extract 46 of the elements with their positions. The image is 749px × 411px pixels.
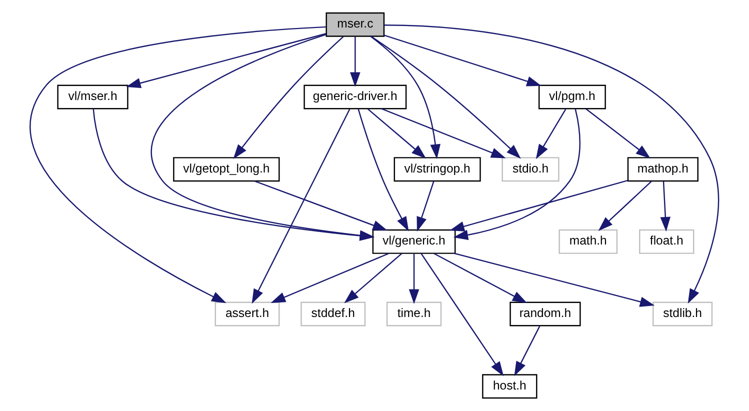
arrow: [252, 108, 350, 304]
node-box: vl/generic.h: [372, 229, 456, 254]
node-box: generic-driver.h: [304, 84, 407, 110]
arrow: [586, 108, 650, 159]
node-box: stddef.h: [300, 302, 366, 326]
arrow: [514, 326, 540, 376]
arrow: [454, 252, 655, 307]
arrow: [270, 252, 390, 303]
arrow: [420, 253, 504, 376]
node-box: vl/mser.h: [57, 84, 128, 110]
arrow: [344, 253, 402, 304]
arrow: [370, 36, 440, 160]
node-box: vl/getopt_long.h: [173, 157, 280, 182]
arrow: [370, 36, 521, 159]
arrow: [254, 180, 388, 231]
arrow: [381, 108, 506, 158]
arrow: [598, 180, 652, 231]
arrow: [358, 108, 409, 232]
arrow: [453, 108, 581, 240]
node-box: mser.c: [326, 12, 385, 37]
node-box: time.h: [386, 302, 442, 326]
arrow: [151, 34, 375, 241]
arrow: [30, 26, 326, 304]
arrow: [536, 108, 566, 160]
arrow: [408, 254, 420, 304]
arrow: [233, 36, 344, 160]
arrow: [450, 180, 628, 232]
arrow: [92, 108, 374, 241]
node-box: vl/pgm.h: [538, 84, 606, 110]
node-box: vl/stringop.h: [394, 157, 481, 182]
arrow: [434, 252, 528, 304]
arrow: [660, 181, 671, 232]
node-box: math.h: [558, 229, 618, 254]
node-box: stdio.h: [502, 157, 560, 182]
node-box: host.h: [482, 374, 538, 399]
node-box: random.h: [510, 302, 581, 326]
arrow: [367, 108, 426, 159]
node-box: mathop.h: [627, 157, 698, 182]
node-box: assert.h: [214, 302, 280, 326]
arrow: [416, 181, 434, 232]
arrow: [384, 24, 720, 304]
arrow: [384, 34, 542, 86]
arrow: [126, 33, 326, 88]
arrow: [350, 36, 360, 87]
node-box: stdlib.h: [652, 302, 713, 326]
node-box: float.h: [639, 229, 694, 254]
